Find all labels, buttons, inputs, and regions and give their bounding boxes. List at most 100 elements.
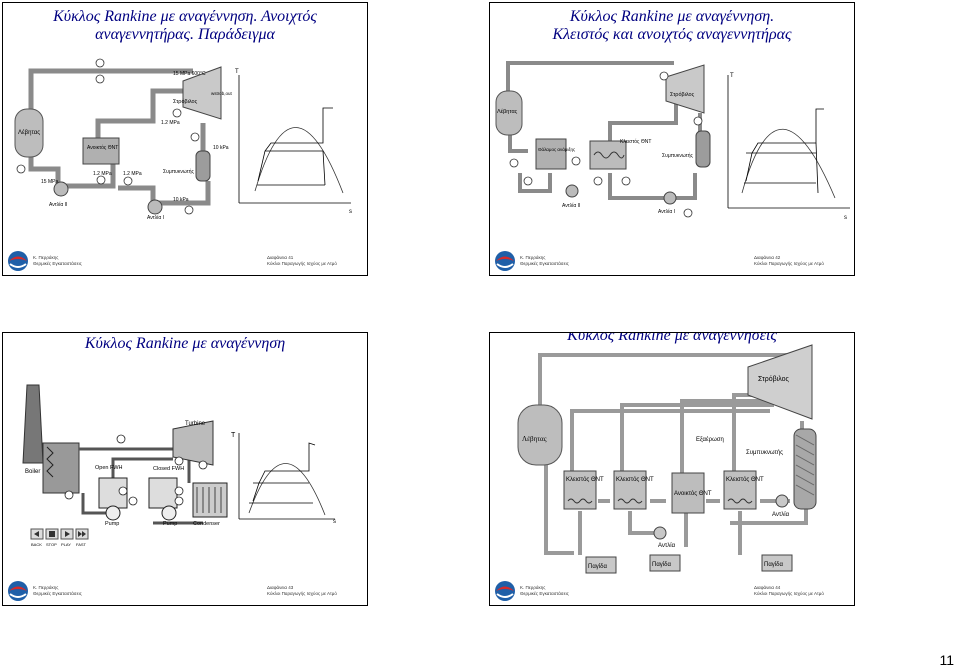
- ts-diagram: [238, 75, 351, 204]
- play-icon: [65, 531, 70, 537]
- pump-2: [565, 184, 579, 198]
- condenser-label: Συμπυκνωτής: [746, 449, 783, 456]
- slide-footer: Κ. Περράκης Θερμικές Εγκαταστάσεις Διαφά…: [490, 245, 854, 275]
- rankine-open-fwh-diagram: Λέβητας Στρόβιλος 15 MPa 600°C wstrob,ou…: [14, 58, 352, 221]
- pressure-label: 15 MPa: [41, 179, 58, 185]
- footer-author: Κ. Περράκης: [33, 255, 59, 260]
- closed-fwh-box: [589, 140, 627, 170]
- boiler-block: [42, 442, 80, 494]
- pump-1: [147, 199, 163, 215]
- pump-mid: [653, 526, 667, 540]
- footer-course: Θερμικές Εγκαταστάσεις: [33, 591, 82, 596]
- open-fwh-box: [82, 137, 120, 165]
- mix-chamber-box: [535, 138, 567, 170]
- pump-right: [775, 494, 789, 508]
- pump-label: Αντλία Ι: [658, 209, 675, 215]
- open-fwh-label: Ανοικτός ΘΝΤ: [87, 144, 118, 151]
- boiler-label: Λέβητας: [522, 435, 547, 443]
- slide-title: Κύκλος Rankine με αναγέννηση. Κλειστός κ…: [552, 8, 792, 43]
- turbine-label: Στρόβιλος: [758, 375, 790, 383]
- turbine-shape: [665, 64, 705, 114]
- university-logo: [8, 581, 28, 601]
- slide-title: Κύκλος Rankine με αναγέννηση: [84, 335, 286, 352]
- footer-author: Κ. Περράκης: [520, 255, 546, 260]
- boiler-label: Λέβητας: [497, 108, 518, 115]
- condenser-shape: [793, 428, 817, 510]
- condenser-label: Συμπυκνωτής: [662, 152, 693, 159]
- slide-footer: Κ. Περράκης Θερμικές Εγκαταστάσεις Διαφά…: [3, 245, 367, 275]
- footer-course: Θερμικές Εγκαταστάσεις: [520, 261, 569, 266]
- axis-label: T: [231, 432, 236, 439]
- rankine-regeneration-animation: Boiler Turbine Open FWH Closed FWH Conde…: [22, 384, 336, 547]
- slide-title: Κύκλος Rankine με αναγέννηση. Ανοιχτός α…: [53, 8, 317, 43]
- pump-label: Αντλία ΙΙ: [562, 203, 580, 209]
- footer-topic: Κύκλοι Παραγωγής Ισχύος με Ατμό: [267, 591, 337, 596]
- back-icon: [34, 531, 39, 537]
- stop-icon: [49, 531, 55, 537]
- university-logo: [8, 251, 28, 271]
- footer-topic: Κύκλοι Παραγωγής Ισχύος με Ατμό: [754, 591, 824, 596]
- closed-fwh-label: Κλειστός ΘΝΤ: [620, 138, 651, 145]
- footer-course: Θερμικές Εγκαταστάσεις: [33, 261, 82, 266]
- slide-43: Κύκλος Rankine με αναγέννηση Boiler Turb…: [2, 332, 368, 606]
- axis-label: s: [349, 209, 352, 215]
- trap-label: Παγίδα: [588, 564, 607, 570]
- boiler-drum: [495, 90, 523, 136]
- heater-label: Κλειστός ΘΝΤ: [616, 476, 654, 483]
- turbine-shape: [172, 420, 214, 466]
- boiler-label: Boiler: [25, 469, 40, 475]
- trap-label: Παγίδα: [652, 562, 671, 568]
- pump-label: Αντλία Ι: [147, 215, 164, 221]
- footer-slide-number: Διαφάνεια 41: [267, 255, 294, 260]
- heater-label: Ανοικτός ΘΝΤ: [674, 490, 712, 497]
- axis-label: T: [730, 73, 734, 79]
- ts-diagram: [238, 433, 335, 520]
- condenser-shape: [195, 150, 211, 182]
- closed-fwh-box: [148, 477, 178, 509]
- footer-slide-number: Διαφάνεια 44: [754, 585, 781, 590]
- pressure-label: 1.2 MPa: [93, 171, 112, 177]
- pressure-label: 10 kPa: [173, 197, 189, 203]
- open-fwh-label: Open FWH: [95, 465, 123, 471]
- pressure-label: 1.2 MPa: [123, 171, 142, 177]
- pump-label: Pump: [105, 521, 119, 527]
- condenser-box: [192, 482, 228, 518]
- boiler-drum: [14, 108, 44, 158]
- control-label: STOP: [46, 542, 57, 547]
- slide-41: Κύκλος Rankine με αναγέννηση. Ανοιχτός α…: [2, 2, 368, 276]
- rankine-multiple-fwh-diagram: Στρόβιλος Λέβητας Συμπυκνωτής Εξαέρωση Κ…: [517, 344, 817, 574]
- slide-footer: Κ. Περράκης Θερμικές Εγκαταστάσεις Διαφά…: [3, 575, 367, 605]
- trap-3: [761, 554, 793, 572]
- footer-topic: Κύκλοι Παραγωγής Ισχύος με Ατμό: [754, 261, 824, 266]
- ts-diagram: [727, 75, 850, 209]
- control-label: BACK: [31, 542, 42, 547]
- university-logo: [495, 251, 515, 271]
- pump-right: [161, 505, 177, 521]
- pressure-label: 1.2 MPa: [161, 120, 180, 126]
- pump-label: Αντλία: [658, 543, 676, 549]
- heater-label: Κλειστός ΘΝΤ: [566, 476, 604, 483]
- page-number: 11: [939, 652, 954, 668]
- condenser-label: Συμπυκνωτής: [163, 168, 194, 175]
- pump-label: Pump: [163, 521, 177, 527]
- fast-icon: [78, 531, 86, 537]
- footer-slide-number: Διαφάνεια 43: [267, 585, 294, 590]
- state-label: 15 MPa 600°C: [173, 71, 206, 77]
- condenser-shape: [695, 130, 711, 168]
- closed-fwh-label: Closed FWH: [153, 466, 184, 472]
- playback-controls: BACK STOP PLAY FAST: [30, 528, 89, 547]
- trap-1: [585, 556, 617, 574]
- open-fwh: [671, 472, 705, 514]
- pump-2: [53, 181, 69, 197]
- pump-1: [663, 191, 677, 205]
- slide-footer: Κ. Περράκης Θερμικές Εγκαταστάσεις Διαφά…: [490, 575, 854, 605]
- slide-44: Κύκλος Rankine με αναγέννησεις Στρόβιλος…: [489, 332, 855, 606]
- turbine-label: Στρόβιλος: [670, 91, 695, 98]
- boiler-label: Λέβητας: [18, 129, 40, 136]
- axis-label: T: [235, 69, 239, 75]
- heater-label: Κλειστός ΘΝΤ: [726, 476, 764, 483]
- work-label: wstrob,out: [211, 91, 233, 96]
- pump-label: Αντλία ΙΙ: [49, 202, 67, 208]
- control-label: FAST: [76, 542, 87, 547]
- pump-left: [105, 505, 121, 521]
